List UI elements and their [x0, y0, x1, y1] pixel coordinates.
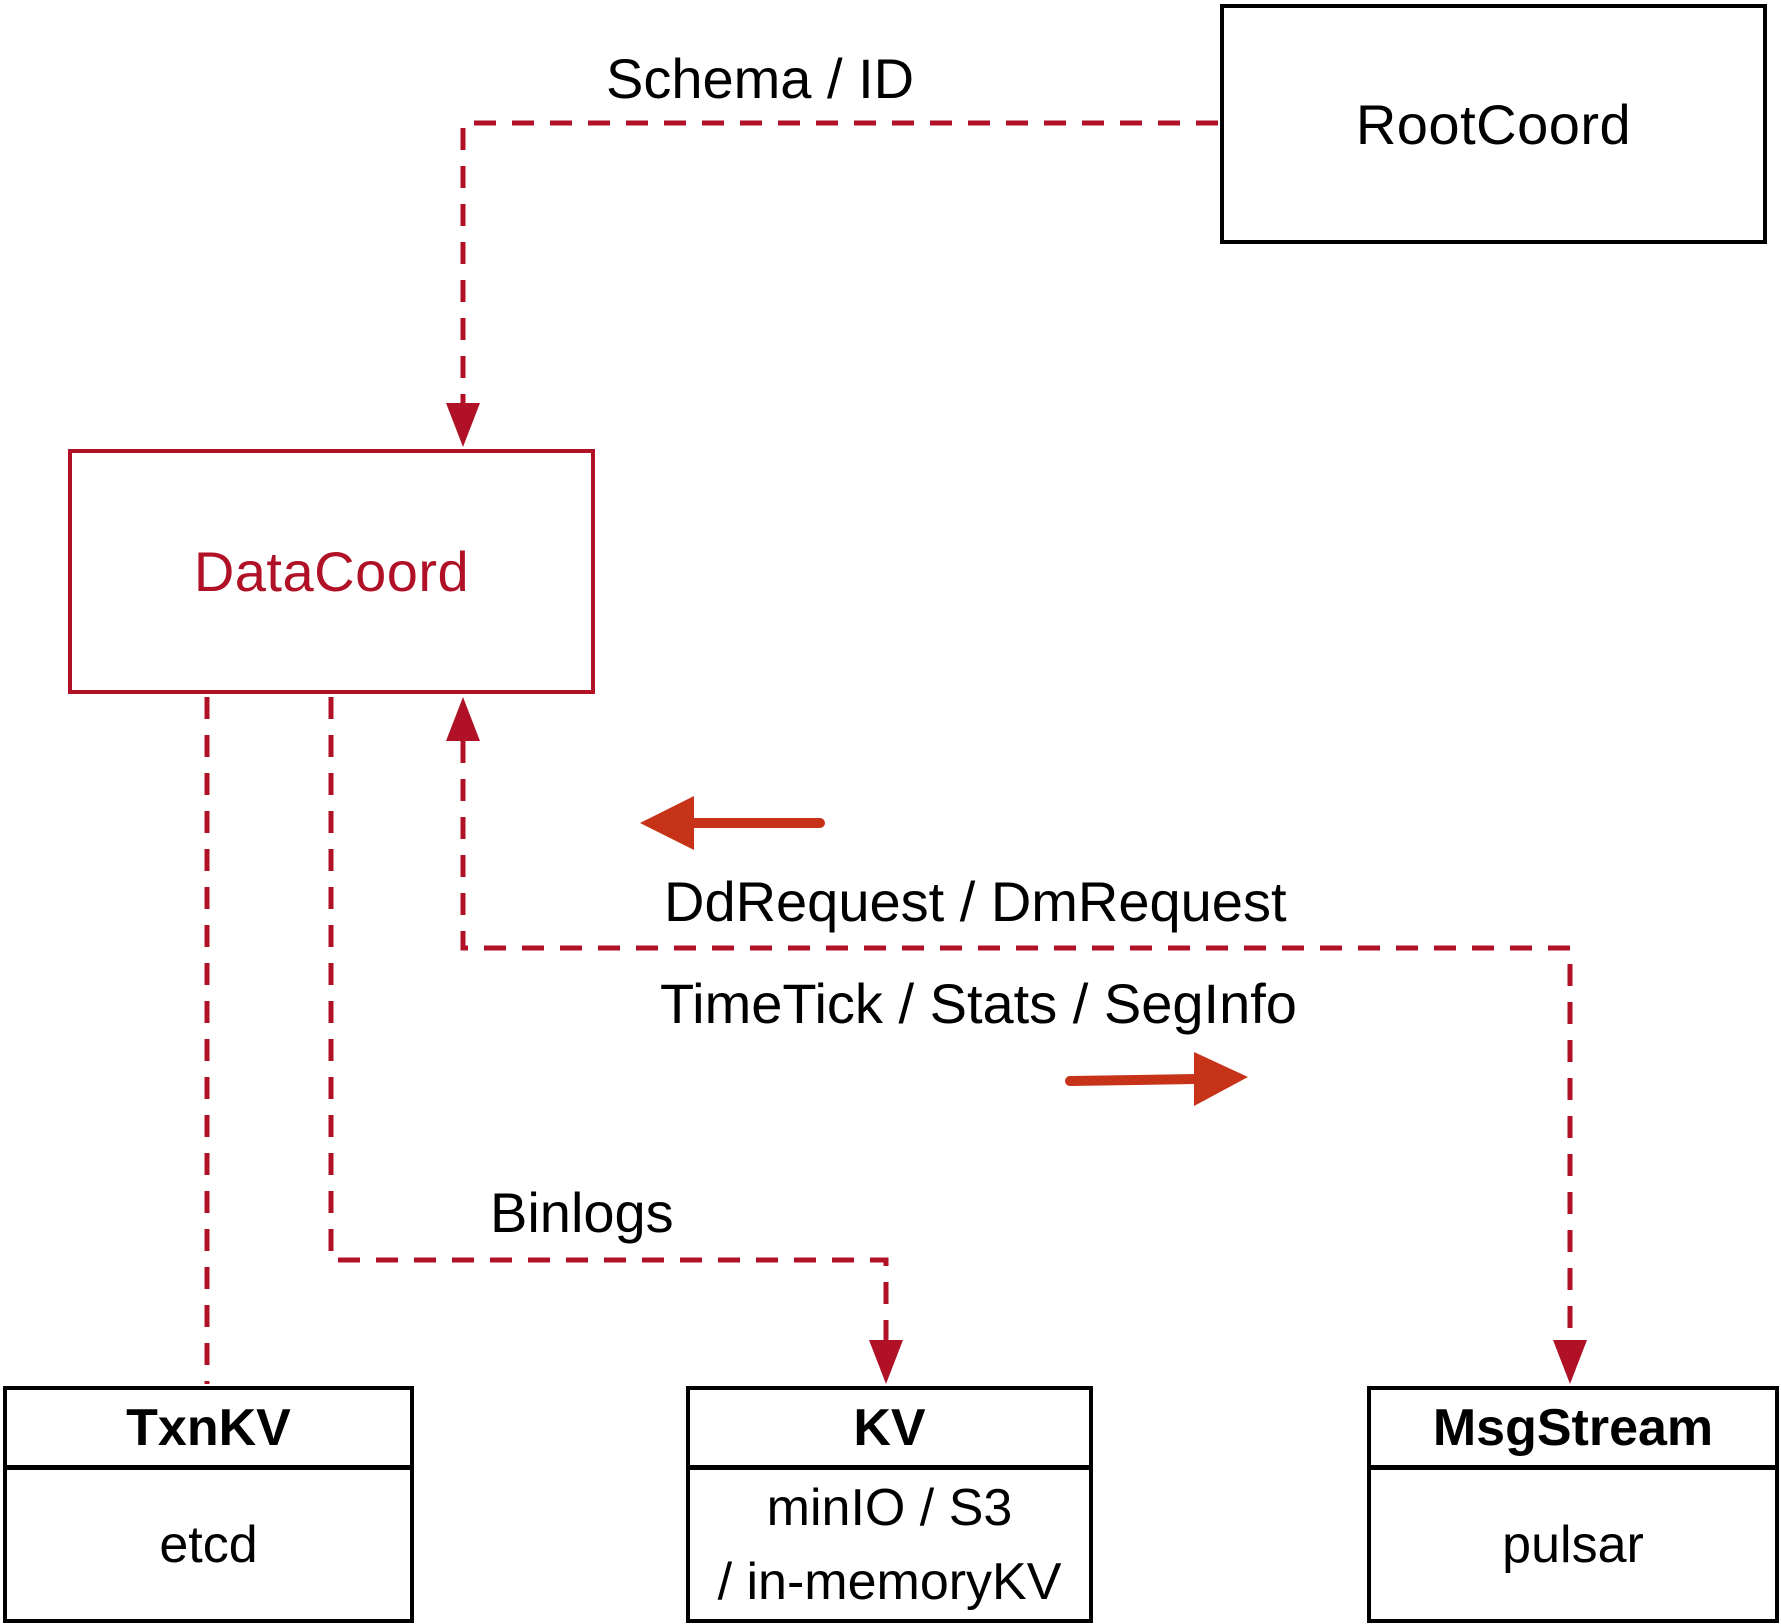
txnkv-title: TxnKV: [7, 1390, 410, 1470]
kv-title: KV: [690, 1390, 1089, 1470]
right-direction-arrow-line: [1065, 1074, 1201, 1086]
request-bus-arrowhead-down-icon: [1553, 1340, 1587, 1384]
txnkv-node: TxnKV etcd: [3, 1386, 414, 1623]
schema-id-edge-label: Schema / ID: [606, 47, 915, 110]
kv-node: KV minIO / S3 / in-memoryKV: [686, 1386, 1093, 1623]
datacoord-label: DataCoord: [193, 540, 470, 603]
msgstream-node: MsgStream pulsar: [1367, 1386, 1779, 1623]
kv-body-line1: minIO / S3: [766, 1478, 1013, 1537]
txnkv-body-label: etcd: [159, 1515, 258, 1574]
binlogs-arrowhead-down-icon: [869, 1340, 903, 1384]
timetick-stats-seginfo-edge-label: TimeTick / Stats / SegInfo: [660, 972, 1297, 1035]
datacoord-node: DataCoord: [68, 449, 595, 694]
rootcoord-node: RootCoord: [1220, 4, 1767, 244]
dd-dm-request-edge-label: DdRequest / DmRequest: [664, 870, 1287, 933]
binlogs-connector: [328, 697, 889, 1340]
msgstream-body-label: pulsar: [1502, 1515, 1644, 1574]
binlogs-edge-label: Binlogs: [490, 1181, 674, 1244]
left-direction-arrow-head-icon: [640, 796, 694, 850]
request-bus-connector: [460, 741, 1573, 1340]
request-bus-arrowhead-up-icon: [446, 697, 480, 741]
schema-id-arrowhead-down-icon: [446, 403, 480, 447]
schema-id-connector: [460, 120, 1218, 403]
kv-body-line2: / in-memoryKV: [717, 1552, 1062, 1611]
rootcoord-label: RootCoord: [1355, 92, 1632, 156]
right-direction-arrow-head-icon: [1194, 1052, 1248, 1106]
msgstream-title: MsgStream: [1371, 1390, 1775, 1470]
